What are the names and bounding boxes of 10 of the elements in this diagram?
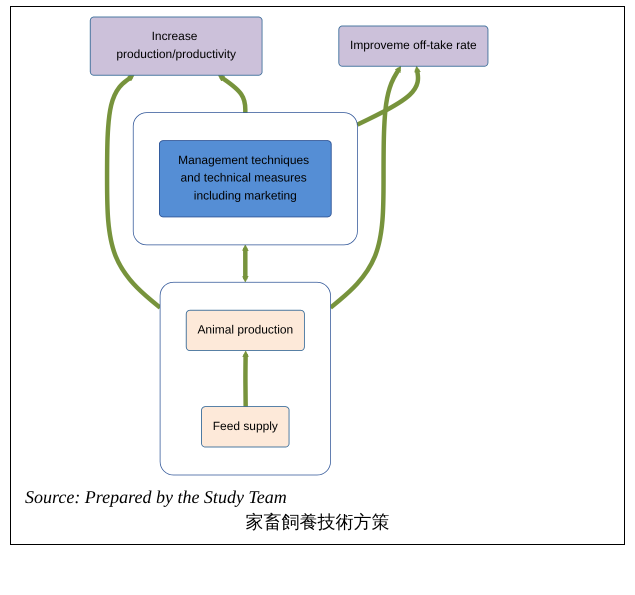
arrow (242, 350, 249, 408)
arrow (329, 66, 402, 310)
cluster (132, 112, 358, 246)
arrow (356, 66, 421, 127)
arrow (104, 74, 162, 310)
cluster (160, 282, 331, 476)
source-caption: Source: Prepared by the Study Team (25, 487, 288, 508)
arrow (218, 74, 248, 113)
arrow (242, 244, 249, 282)
chart-title: 家畜飼養技術方策 (244, 511, 390, 534)
